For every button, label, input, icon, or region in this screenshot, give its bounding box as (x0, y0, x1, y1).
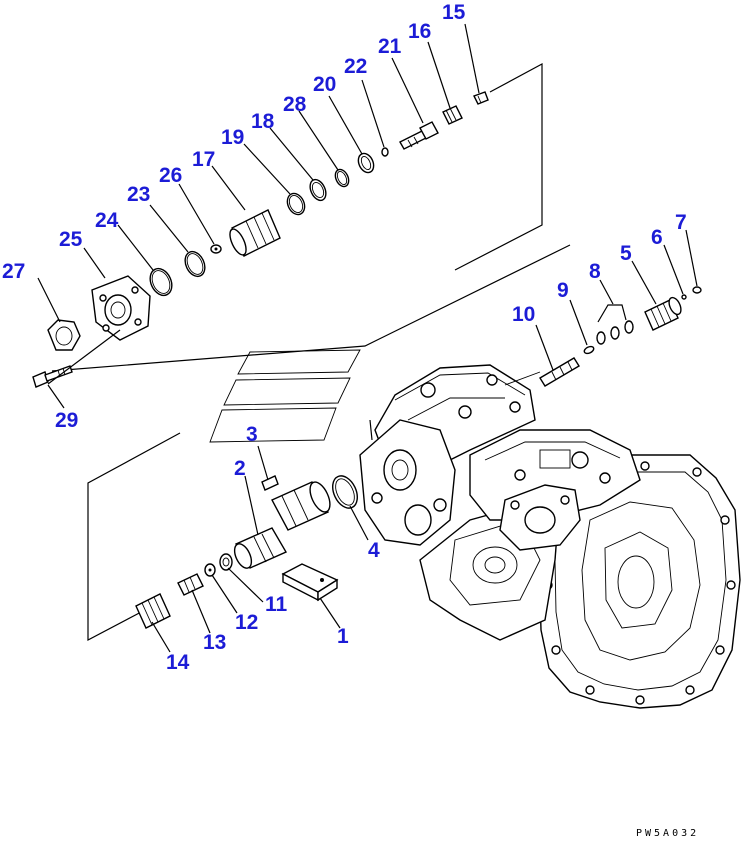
callout-13: 13 (203, 631, 226, 654)
part-6-ball (681, 294, 687, 300)
part-19-oring (286, 192, 306, 216)
part-15-plug (473, 91, 489, 105)
callout-24: 24 (95, 209, 119, 232)
group-outline-middle (51, 244, 571, 372)
part-10-spool (539, 357, 580, 387)
callout-21: 21 (378, 35, 402, 58)
group-outline-upper (454, 62, 543, 271)
callout-5: 5 (620, 242, 632, 265)
part-1-block (281, 563, 339, 602)
part-8-orings (596, 304, 634, 345)
callout-6: 6 (651, 226, 663, 249)
part-16-spring (442, 105, 463, 125)
part-3-valve (261, 475, 279, 491)
callout-4: 4 (368, 539, 380, 562)
callout-9: 9 (557, 279, 569, 302)
callout-16: 16 (408, 20, 431, 43)
callout-15: 15 (442, 1, 466, 24)
callout-1: 1 (337, 625, 349, 648)
leader-lines (37, 23, 698, 653)
part-2-sleeve (233, 527, 287, 569)
part-28-oring (334, 168, 350, 188)
part-11-washer (219, 553, 233, 571)
callout-8: 8 (589, 260, 601, 283)
watermark-plates (209, 349, 361, 443)
part-12-nut (204, 563, 216, 577)
part-13-spring (177, 573, 204, 596)
callout-26: 26 (159, 164, 182, 187)
part-26-nut (210, 244, 222, 254)
drawing-code: PW5A032 (636, 828, 699, 839)
part-20-ring (357, 152, 375, 174)
part-14-spring (135, 593, 171, 629)
part-4-oring (332, 475, 358, 509)
part-2-piston (271, 481, 331, 531)
callout-labels: 1 2 3 4 5 6 7 8 9 10 11 12 13 14 15 16 1… (2, 1, 687, 674)
callout-18: 18 (251, 110, 275, 133)
group-outline-lower (87, 432, 181, 641)
callout-7: 7 (675, 211, 687, 234)
part-25-flange (91, 275, 151, 341)
callout-29: 29 (55, 409, 78, 432)
callout-27: 27 (2, 260, 25, 283)
callout-22: 22 (344, 55, 367, 78)
callout-17: 17 (192, 148, 215, 171)
callout-25: 25 (59, 228, 83, 251)
callout-2: 2 (234, 457, 246, 480)
part-27-nut (47, 319, 81, 351)
part-23-oring (184, 250, 206, 278)
pump-assembly (359, 364, 741, 709)
callout-28: 28 (283, 93, 307, 116)
callout-12: 12 (235, 611, 258, 634)
part-29-bolt (32, 365, 73, 388)
part-22-ball (381, 147, 389, 157)
callout-10: 10 (512, 303, 535, 326)
part-7-plug (692, 286, 702, 294)
callout-19: 19 (221, 126, 244, 149)
callout-14: 14 (166, 651, 190, 674)
callout-11: 11 (265, 593, 288, 616)
part-5-spring (644, 296, 682, 331)
part-24-oring (149, 267, 173, 297)
callout-23: 23 (127, 183, 150, 206)
part-17-sleeve (229, 209, 281, 257)
callout-20: 20 (313, 73, 336, 96)
part-21-spool (399, 121, 439, 150)
part-9-pin (583, 345, 595, 355)
callout-3: 3 (246, 423, 258, 446)
part-18-ring (309, 178, 327, 202)
